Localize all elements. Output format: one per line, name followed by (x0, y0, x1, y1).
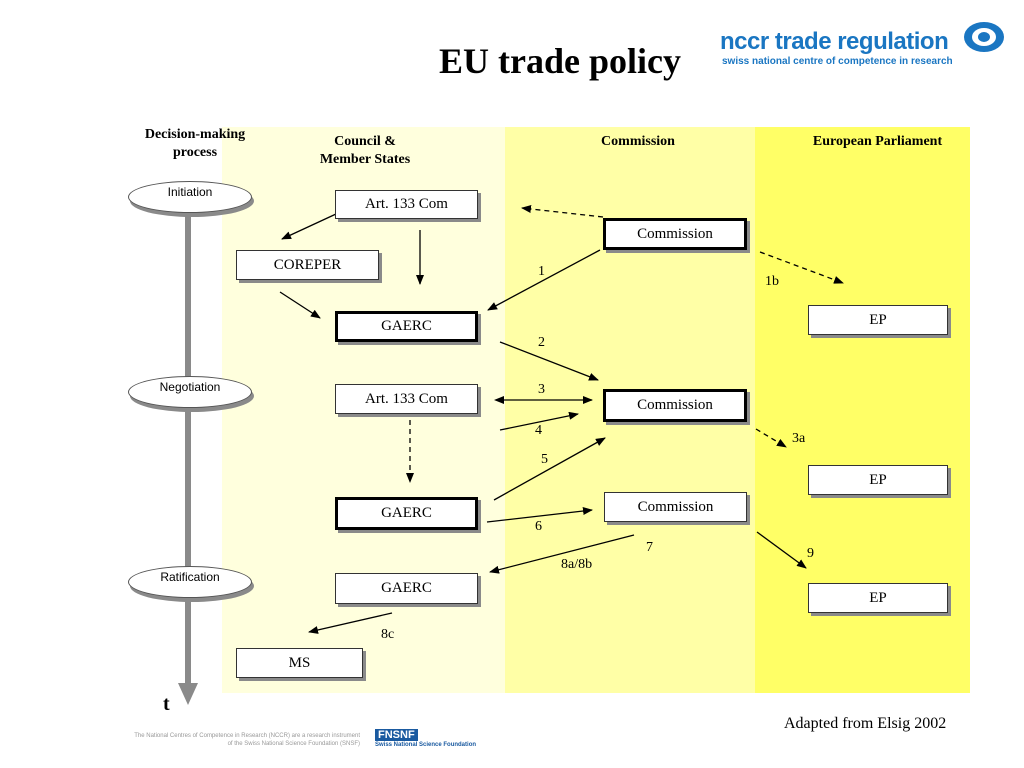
box-art133-negotiation: Art. 133 Com (335, 384, 478, 414)
arrow-step-8c (308, 612, 393, 634)
footer-note-line1: The National Centres of Competence in Re… (134, 733, 360, 739)
stage-negotiation: Negotiation (128, 376, 252, 408)
step-label-3a: 3a (792, 431, 806, 446)
box-commission-negotiation: Commission (603, 389, 747, 422)
arrow-step-8a8b (489, 534, 635, 574)
nccr-logo-text: nccr trade regulation (720, 28, 949, 55)
box-ep-negotiation: EP (808, 465, 948, 495)
header-council: Council & Member States (290, 133, 440, 169)
snf-logo-name: Swiss National Science Foundation (375, 742, 477, 748)
stage-initiation: Initiation (128, 181, 252, 213)
nccr-logo-subtitle: swiss national centre of competence in r… (722, 56, 953, 67)
arrow-step-4 (499, 411, 579, 431)
time-label: t (163, 693, 170, 715)
step-label-6: 6 (535, 519, 542, 534)
footer-note-line2: of the Swiss National Science Foundation… (227, 741, 360, 747)
box-commission-initiation: Commission (603, 218, 747, 250)
stage-ratification: Ratification (128, 566, 252, 598)
arrow-step-1b (759, 251, 844, 284)
header-parliament: European Parliament (812, 134, 943, 149)
page-title: EU trade policy (439, 41, 681, 81)
arrow-step-9 (756, 531, 807, 569)
box-gaerc-negotiation: GAERC (335, 497, 478, 530)
box-ms: MS (236, 648, 363, 678)
box-art133-initiation: Art. 133 Com (335, 190, 478, 219)
arrow-step-1 (487, 249, 601, 311)
source-caption: Adapted from Elsig 2002 (784, 715, 947, 732)
header-process: Decision-making process (120, 126, 270, 162)
box-ep-ratification: EP (808, 583, 948, 613)
box-coreper: COREPER (236, 250, 379, 280)
step-label-4: 4 (535, 423, 542, 438)
arrow-step-3a (755, 428, 787, 448)
header-commission: Commission (601, 134, 675, 149)
box-ep-initiation: EP (808, 305, 948, 335)
step-label-5: 5 (541, 452, 548, 467)
arrow-step-5 (493, 437, 606, 501)
header-council-line2: Member States (319, 152, 411, 167)
header-process-line1: Decision-making (144, 127, 246, 142)
step-label-9: 9 (807, 546, 814, 561)
box-gaerc-ratification: GAERC (335, 573, 478, 604)
timeline-arrow (178, 205, 198, 705)
snf-logo-mark: FNSNF (375, 729, 418, 741)
arrow-coreper-gaerc (279, 291, 321, 319)
arrow-step-6 (486, 507, 593, 523)
arrow-art133-coreper (281, 213, 337, 240)
box-gaerc-initiation: GAERC (335, 311, 478, 342)
step-label-1: 1 (538, 264, 545, 279)
arrow-step-2 (499, 341, 599, 381)
step-label-8c: 8c (381, 627, 395, 642)
step-label-3: 3 (538, 382, 545, 397)
footer-note: The National Centres of Competence in Re… (40, 732, 360, 748)
step-label-1b: 1b (765, 274, 779, 289)
arrow-commission-art133 (521, 205, 604, 218)
header-council-line1: Council & (334, 134, 396, 149)
step-label-2: 2 (538, 335, 545, 350)
box-commission-ratification: Commission (604, 492, 747, 522)
step-label-8a8b: 8a/8b (561, 557, 593, 572)
step-label-7: 7 (646, 540, 653, 555)
nccr-logo-eye-icon (964, 22, 1004, 52)
header-process-line2: process (172, 145, 218, 160)
